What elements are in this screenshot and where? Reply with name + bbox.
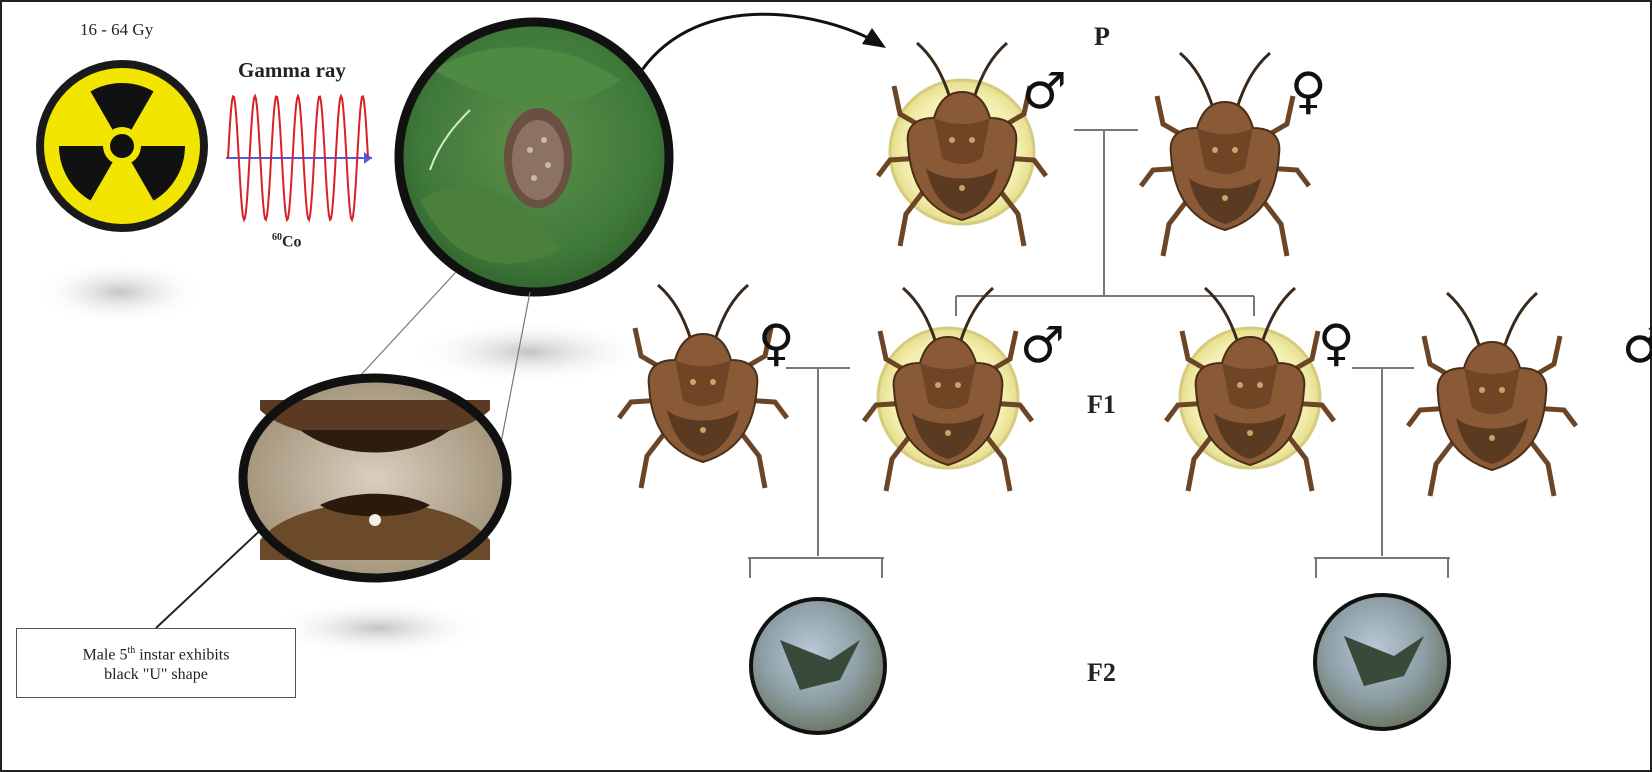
f2-egg-mass-left bbox=[751, 599, 885, 733]
isotope-label: 60Co bbox=[272, 232, 302, 251]
male-symbol-icon: ♂ bbox=[1622, 320, 1652, 370]
note-line-2: black "U" shape bbox=[17, 665, 295, 685]
curved-arrow bbox=[642, 14, 880, 70]
male-symbol-icon: ♂ bbox=[1022, 66, 1067, 116]
gamma-wave-icon bbox=[226, 96, 372, 220]
generation-p-label: P bbox=[1094, 22, 1110, 52]
shadow-radiation bbox=[35, 260, 205, 324]
p-female-bug bbox=[1141, 53, 1309, 256]
generation-f1-label: F1 bbox=[1087, 390, 1116, 420]
f1-male-bug-right bbox=[1408, 293, 1576, 496]
dose-label: 16 - 64 Gy bbox=[80, 20, 153, 40]
female-symbol-icon: ♀ bbox=[758, 318, 795, 368]
shadow-leaf-circle bbox=[410, 320, 650, 384]
note-line-1: Male 5th instar exhibits bbox=[17, 641, 295, 665]
male-symbol-icon: ♂ bbox=[1020, 320, 1065, 370]
generation-f2-label: F2 bbox=[1087, 658, 1116, 688]
stink-bug-on-leaf-photo bbox=[399, 22, 669, 292]
shadow-microscope-circle bbox=[268, 600, 488, 656]
female-symbol-icon: ♀ bbox=[1290, 66, 1327, 116]
gamma-ray-label: Gamma ray bbox=[238, 58, 346, 83]
female-symbol-icon: ♀ bbox=[1318, 318, 1355, 368]
isotope-mass: 60 bbox=[272, 232, 282, 243]
nymph-note-box: Male 5th instar exhibits black "U" shape bbox=[16, 628, 296, 698]
radiation-symbol-icon bbox=[36, 60, 208, 232]
f2-egg-mass-right bbox=[1315, 595, 1449, 729]
isotope-symbol: Co bbox=[282, 233, 302, 250]
nymph-microscope-photo bbox=[243, 378, 507, 578]
